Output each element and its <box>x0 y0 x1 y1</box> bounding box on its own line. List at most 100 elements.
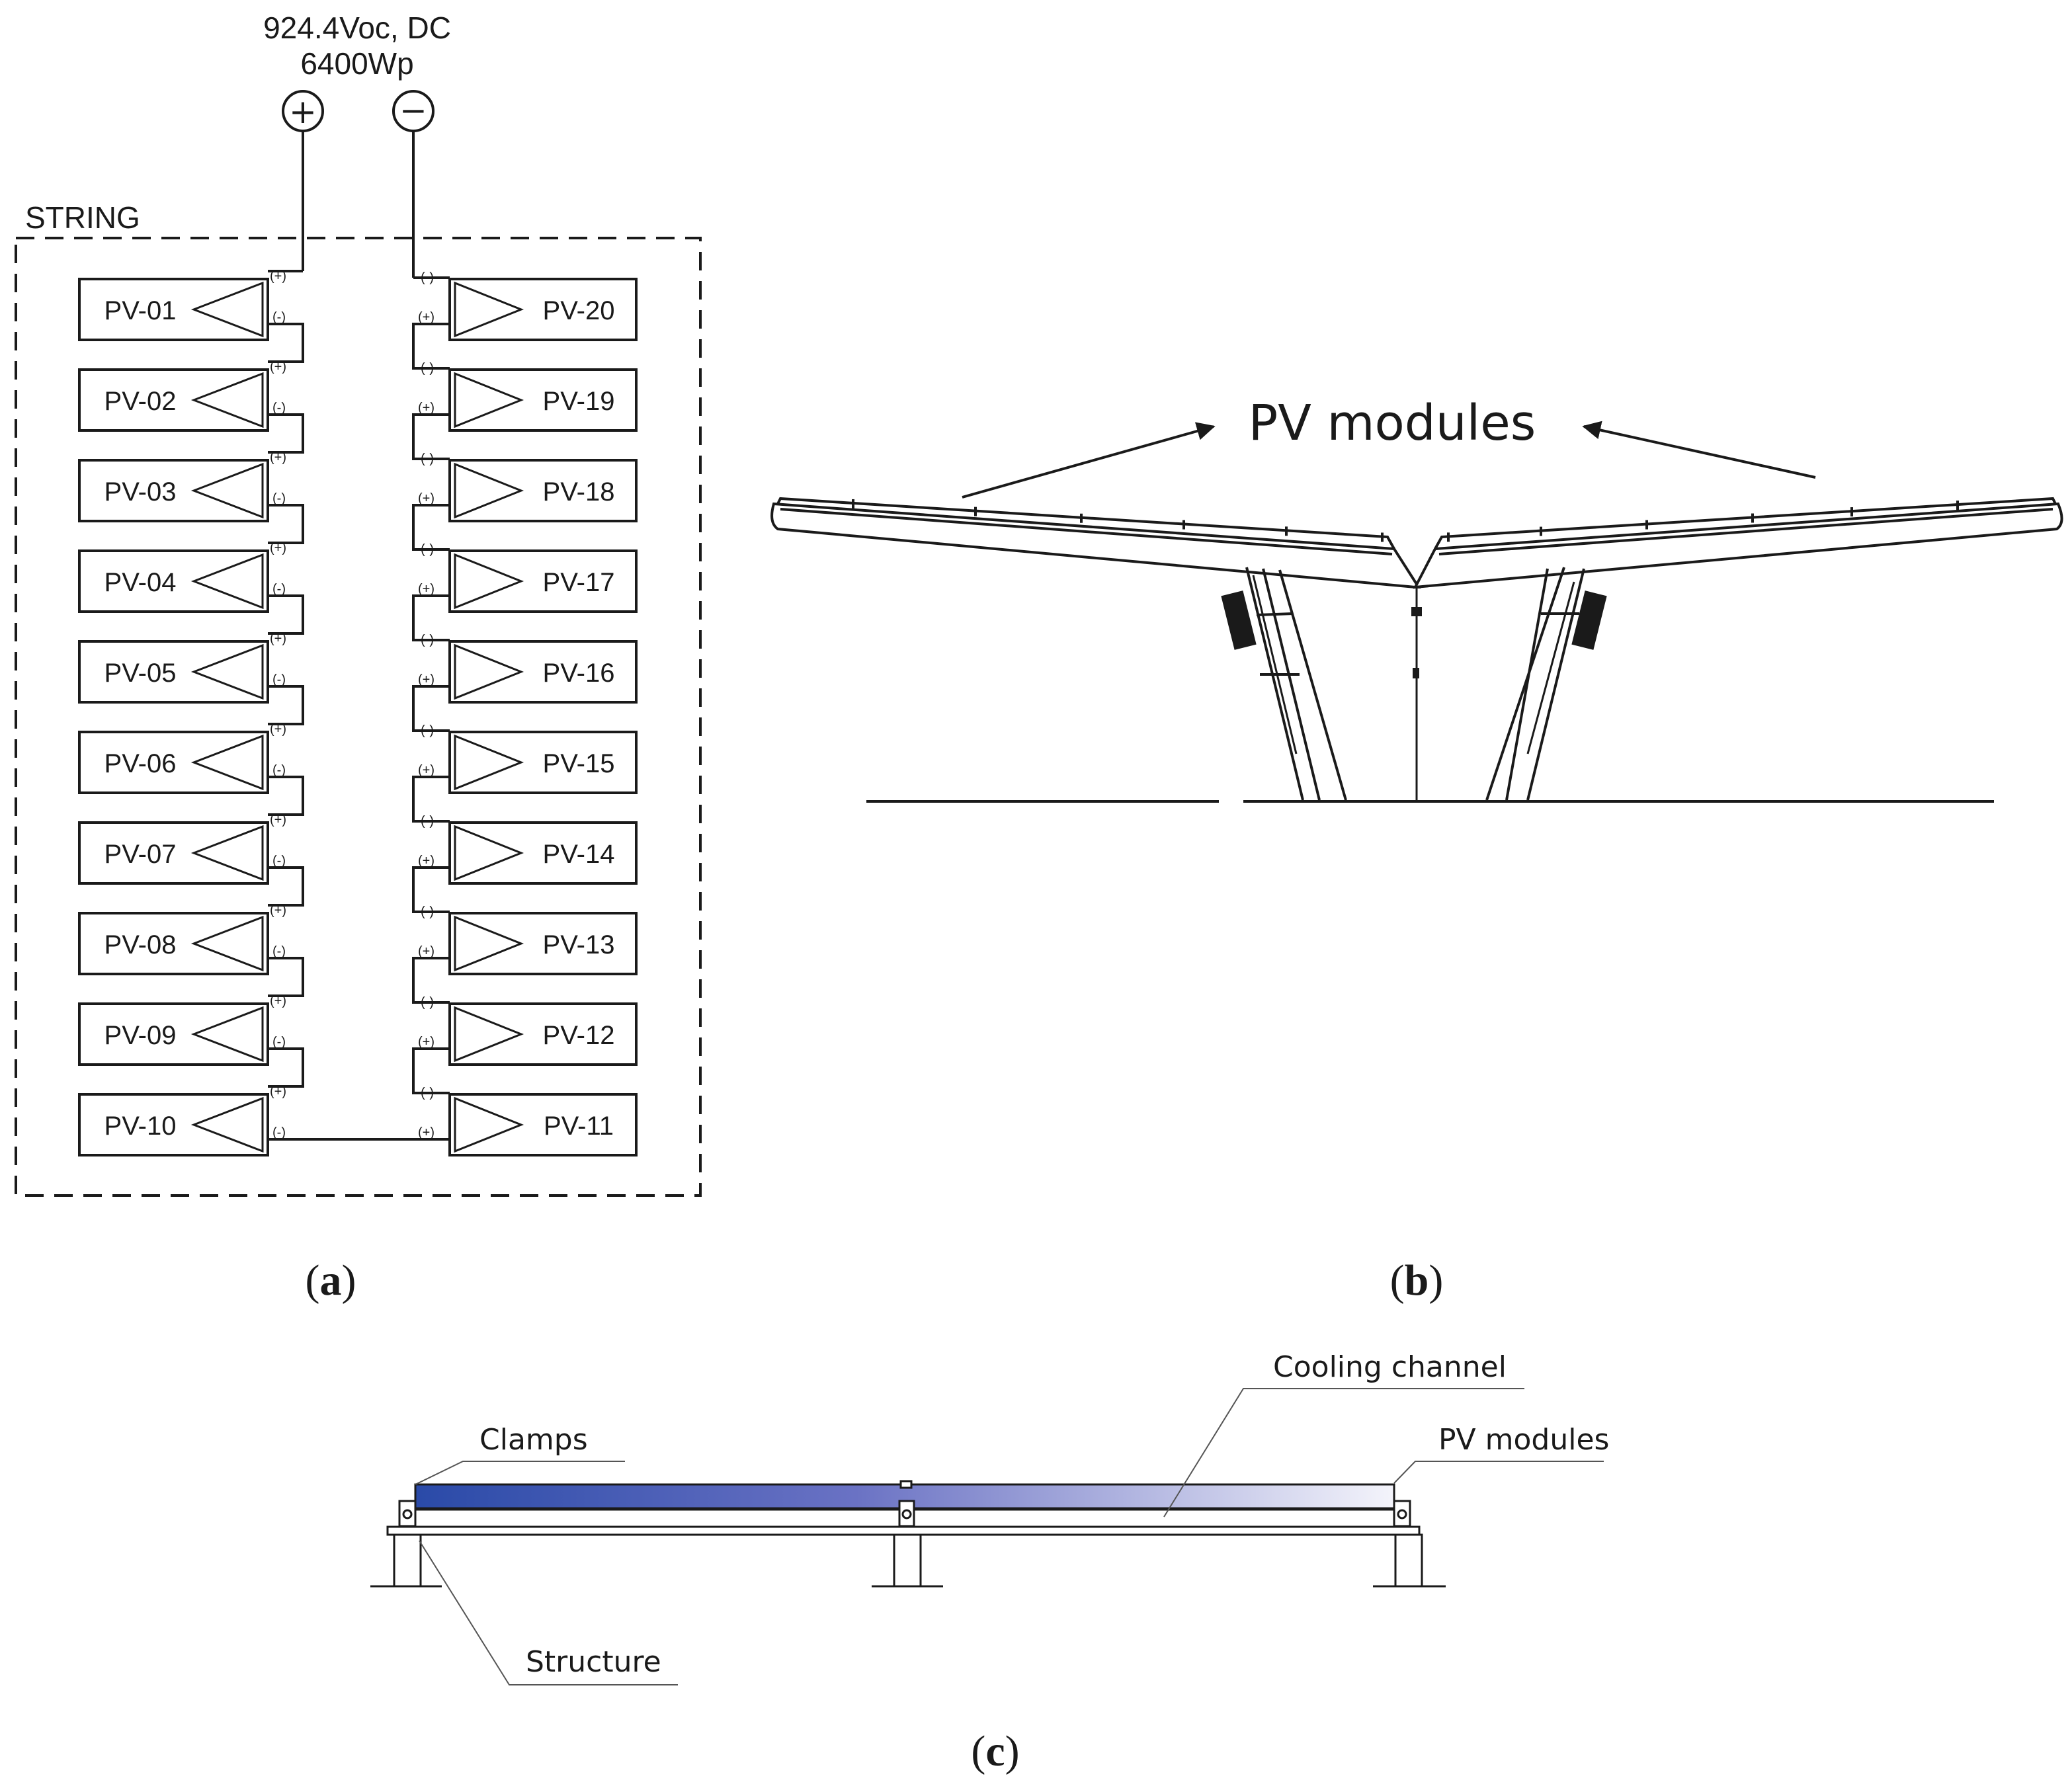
terminal-minus-label: (-) <box>272 763 286 778</box>
pv-module-left: PV-03(+)(-) <box>78 450 286 522</box>
pv-module-right: PV-20(+)(-) <box>418 270 638 341</box>
string-wire <box>268 413 304 454</box>
string-wire <box>268 776 304 816</box>
pv-module-label: PV-04 <box>104 568 177 597</box>
panel-a-string-diagram: 924.4Voc, DC 6400Wp + − STRING PV-01(+)(… <box>15 11 702 1305</box>
string-wire <box>412 957 450 1004</box>
terminal-minus-label: (-) <box>421 270 434 285</box>
terminal-plus-label: (+) <box>270 631 286 646</box>
pv-module-left: PV-01 (+) (-) <box>78 269 286 341</box>
pv-module-left: PV-06 (+) (-) <box>78 722 286 794</box>
terminal-minus-label: (-) <box>272 401 286 415</box>
string-wire <box>412 413 450 460</box>
pv-module-label: PV-02 <box>104 387 177 416</box>
pv-module-label: PV-19 <box>543 387 615 416</box>
terminal-plus-label: (+) <box>418 401 435 415</box>
terminal-plus-label: (+) <box>270 450 286 465</box>
terminal-minus-label: (-) <box>272 491 286 506</box>
clamp-right-icon <box>1393 1500 1411 1527</box>
terminal-minus-label: (-) <box>272 310 286 325</box>
negative-terminal-icon: − <box>392 90 435 132</box>
terminal-plus-label: (+) <box>418 582 435 596</box>
cooling-channel-label: Cooling channel <box>1273 1350 1507 1384</box>
pv-module-label: PV-14 <box>543 840 615 869</box>
string-wire <box>268 504 304 544</box>
pv-module-right: PV-12(+)(-) <box>418 995 638 1066</box>
caption-c: (c) <box>971 1727 1019 1775</box>
support-right <box>1373 1533 1446 1588</box>
panel-b-carport-structure: PV modules <box>770 395 2063 1305</box>
right-support-leg <box>1485 567 1607 801</box>
terminal-plus-label: (+) <box>418 1125 435 1140</box>
terminal-plus-label: (+) <box>418 763 435 778</box>
pv-module-left: PV-08 (+) (-) <box>78 903 286 975</box>
pv-module-left: PV-02 (+) (-) <box>78 360 286 432</box>
terminal-plus-label: (+) <box>418 491 435 506</box>
string-wire <box>412 685 450 732</box>
string-label: STRING <box>25 200 140 235</box>
string-wire <box>268 1047 304 1088</box>
terminal-minus-label: (-) <box>272 582 286 596</box>
right-panel-wing <box>1413 497 2063 589</box>
string-enclosure <box>15 237 702 1197</box>
pv-module-label: PV-20 <box>543 296 615 325</box>
terminal-plus-label: (+) <box>270 903 286 918</box>
pv-module-label: PV-05 <box>104 659 177 688</box>
support-middle <box>872 1533 943 1588</box>
terminal-minus-label: (-) <box>272 854 286 868</box>
arrow-right-icon <box>1582 421 1816 479</box>
pv-module-label: PV-13 <box>543 930 615 959</box>
positive-terminal-icon: + <box>282 90 324 132</box>
terminal-plus-label: (+) <box>418 1035 435 1049</box>
string-wire <box>412 504 450 551</box>
pv-module-label: PV-01 <box>104 296 177 325</box>
caption-b: (b) <box>1390 1256 1444 1305</box>
terminal-plus-label: (+) <box>270 1084 286 1099</box>
terminal-plus-label: (+) <box>270 269 286 284</box>
terminal-plus-label: (+) <box>418 854 435 868</box>
string-wire <box>412 1047 450 1094</box>
string-wire <box>412 323 450 370</box>
pv-module-label: PV-09 <box>104 1021 177 1050</box>
pv-module-label: PV-18 <box>543 477 615 507</box>
pv-module-label: PV-10 <box>104 1112 177 1141</box>
terminal-minus-label: (-) <box>272 672 286 687</box>
pv-module-right: PV-16(+)(-) <box>418 633 638 704</box>
supply-voltage-label: 924.4Voc, DC <box>263 11 451 45</box>
svg-text:−: − <box>399 91 427 130</box>
pv-module-right: PV-13(+)(-) <box>418 905 638 975</box>
string-wire <box>268 685 304 725</box>
pv-module-right: PV-15(+)(-) <box>418 723 638 794</box>
pv-module-left: PV-10 (+) (-) <box>78 1084 286 1156</box>
pv-module-label: PV-16 <box>543 659 615 688</box>
pv-module-label: PV-11 <box>544 1112 614 1141</box>
pv-module-right: PV-17(+)(-) <box>418 542 638 613</box>
pv-module-label: PV-17 <box>543 568 615 597</box>
support-rail <box>386 1525 1421 1536</box>
terminal-plus-label: (+) <box>270 360 286 374</box>
support-left <box>370 1533 442 1588</box>
pv-module-label: PV-06 <box>104 749 177 778</box>
clamp-middle-icon <box>898 1480 915 1527</box>
cooling-leader <box>1163 1388 1524 1518</box>
arrow-left-icon <box>962 422 1216 499</box>
clamp-left-icon <box>398 1500 417 1527</box>
pv-module-left: PV-09(+)(-) <box>78 994 286 1066</box>
pv-modules-leader <box>1393 1461 1604 1484</box>
pv-module-label: PV-08 <box>104 930 177 959</box>
string-wire <box>412 594 450 641</box>
pv-module-label: PV-07 <box>104 840 177 869</box>
panel-c-cross-section: Clamps Cooling channel PV modules Struct… <box>370 1350 1609 1775</box>
terminal-plus-label: (+) <box>270 541 286 555</box>
string-wire <box>268 957 304 997</box>
terminal-minus-label: (-) <box>272 944 286 959</box>
clamps-label: Clamps <box>479 1423 588 1457</box>
pv-module-right: PV-14(+)(-) <box>418 814 638 885</box>
pv-module-right: PV-11(+)(-) <box>418 1086 638 1156</box>
pv-module-right: PV-18(+)(-) <box>418 452 638 522</box>
terminal-plus-label: (+) <box>270 722 286 737</box>
pv-module-label: PV-12 <box>543 1021 615 1050</box>
left-panel-wing <box>770 497 1421 588</box>
terminal-minus-label: (-) <box>272 1125 286 1140</box>
